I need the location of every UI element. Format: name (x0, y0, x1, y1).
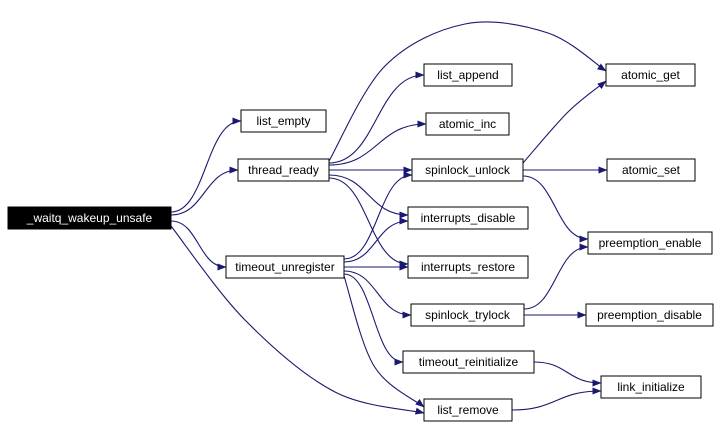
call-node-timeout_unregister[interactable]: timeout_unregister (225, 255, 345, 279)
node-label-atomic_get: atomic_get (621, 68, 680, 82)
edge-timeout_unregister-interrupts_disable (343, 217, 409, 263)
call-node-timeout_reinitialize[interactable]: timeout_reinitialize (402, 350, 535, 374)
node-label-atomic_set: atomic_set (622, 163, 681, 177)
edge-root-thread_ready (170, 166, 239, 216)
node-box-spinlock_trylock[interactable] (410, 303, 525, 327)
edge-timeout_unregister-list_remove (343, 275, 425, 408)
node-box-timeout_reinitialize[interactable] (402, 350, 535, 374)
node-box-atomic_inc[interactable] (425, 112, 510, 136)
call-node-root: _waitq_wakeup_unsafe (7, 206, 172, 230)
edge-spinlock_trylock-preemption_enable (523, 243, 589, 310)
call-node-list_empty[interactable]: list_empty (240, 109, 327, 133)
edge-thread_ready-atomic_inc (328, 120, 427, 166)
node-box-timeout_unregister[interactable] (225, 255, 345, 279)
node-box-list_remove[interactable] (423, 398, 513, 422)
call-node-preemption_enable[interactable]: preemption_enable (587, 231, 713, 255)
call-node-atomic_inc[interactable]: atomic_inc (425, 112, 510, 136)
node-box-interrupts_restore[interactable] (407, 255, 529, 279)
node-box-link_initialize[interactable] (600, 375, 702, 399)
node-label-interrupts_restore: interrupts_restore (421, 260, 515, 274)
node-box-spinlock_unlock[interactable] (411, 158, 524, 182)
edge-timeout_unregister-spinlock_trylock (343, 270, 412, 319)
node-label-atomic_inc: atomic_inc (439, 117, 496, 131)
node-label-preemption_disable: preemption_disable (597, 308, 702, 322)
nodes-layer: _waitq_wakeup_unsafe list_empty thread_rea… (7, 63, 714, 422)
call-node-thread_ready[interactable]: thread_ready (237, 158, 330, 182)
node-box-list_empty[interactable] (240, 109, 327, 133)
edge-thread_ready-interrupts_disable (328, 174, 409, 219)
call-node-interrupts_disable[interactable]: interrupts_disable (407, 206, 529, 230)
node-label-spinlock_unlock: spinlock_unlock (425, 163, 511, 177)
edges-layer (170, 21, 608, 415)
edge-root-timeout_unregister (170, 220, 227, 271)
node-label-thread_ready: thread_ready (248, 163, 319, 177)
node-label-list_empty: list_empty (256, 114, 310, 128)
node-box-interrupts_disable[interactable] (407, 206, 529, 230)
call-node-link_initialize[interactable]: link_initialize (600, 375, 702, 399)
node-box-thread_ready[interactable] (237, 158, 330, 182)
node-box-root (7, 206, 172, 230)
node-label-timeout_reinitialize: timeout_reinitialize (419, 355, 519, 369)
call-node-list_append[interactable]: list_append (423, 63, 513, 87)
node-label-preemption_enable: preemption_enable (599, 236, 702, 250)
node-label-interrupts_disable: interrupts_disable (421, 211, 516, 225)
node-label-list_append: list_append (437, 68, 498, 82)
edge-thread_ready-interrupts_restore (328, 177, 409, 268)
call-node-list_remove[interactable]: list_remove (423, 398, 513, 422)
call-node-spinlock_trylock[interactable]: spinlock_trylock (410, 303, 525, 327)
edge-list_remove-link_initialize (511, 387, 602, 411)
node-box-atomic_get[interactable] (605, 63, 696, 87)
node-label-link_initialize: link_initialize (617, 380, 685, 394)
node-label-list_remove: list_remove (437, 403, 499, 417)
edge-thread_ready-list_append (328, 71, 425, 164)
call-node-preemption_disable[interactable]: preemption_disable (585, 303, 714, 327)
edge-spinlock_unlock-preemption_enable (522, 175, 589, 243)
edge-timeout_reinitialize-link_initialize (533, 361, 602, 387)
node-box-preemption_disable[interactable] (585, 303, 714, 327)
edge-spinlock_unlock-atomic_get (522, 80, 607, 164)
node-label-root: _waitq_wakeup_unsafe (26, 211, 153, 225)
call-node-atomic_set[interactable]: atomic_set (606, 158, 696, 182)
edge-timeout_unregister-spinlock_unlock (343, 171, 413, 260)
call-node-atomic_get[interactable]: atomic_get (605, 63, 696, 87)
node-box-atomic_set[interactable] (606, 158, 696, 182)
call-node-interrupts_restore[interactable]: interrupts_restore (407, 255, 529, 279)
edge-thread_ready-atomic_get (328, 21, 607, 162)
node-label-timeout_unregister: timeout_unregister (235, 260, 334, 274)
node-box-preemption_enable[interactable] (587, 231, 713, 255)
edge-timeout_unregister-timeout_reinitialize (343, 273, 404, 366)
call-node-spinlock_unlock[interactable]: spinlock_unlock (411, 158, 524, 182)
edge-root-list_remove (170, 225, 425, 415)
node-label-spinlock_trylock: spinlock_trylock (425, 308, 511, 322)
node-box-list_append[interactable] (423, 63, 513, 87)
edge-root-list_empty (170, 117, 242, 213)
